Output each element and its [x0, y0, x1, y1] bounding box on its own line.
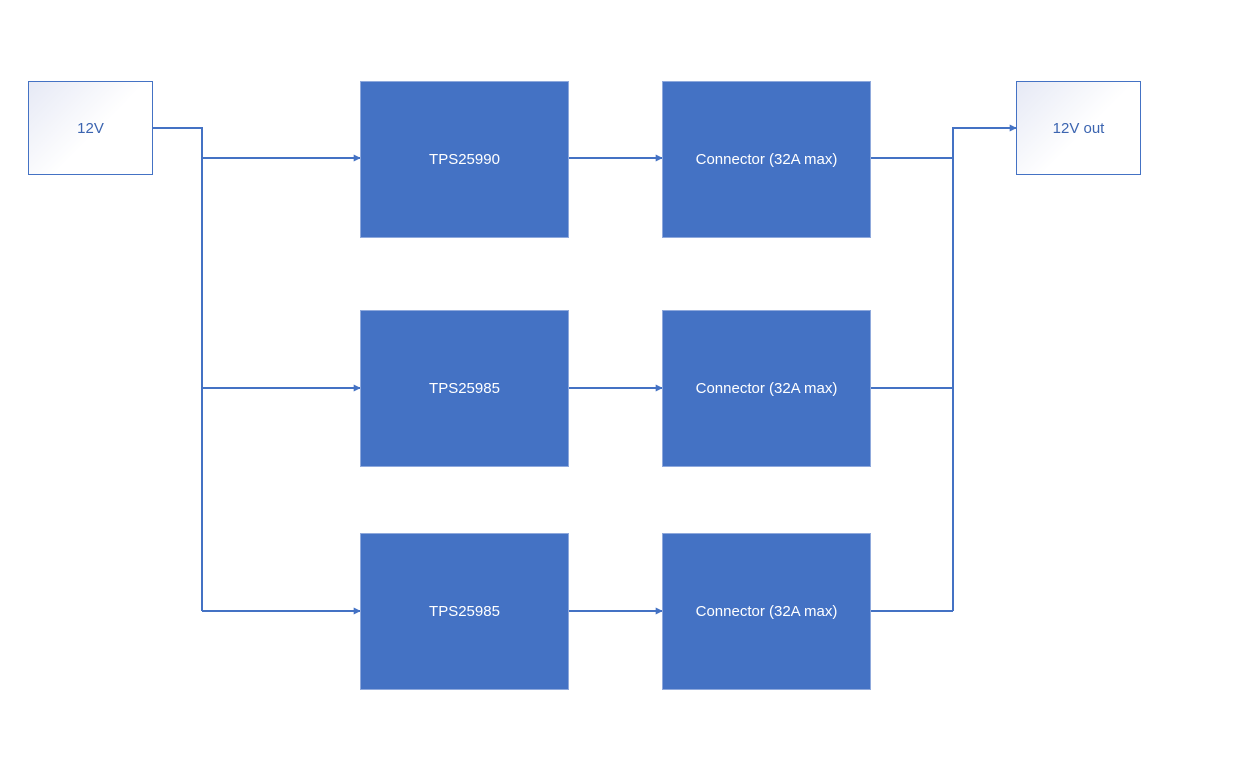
input-12v-box: 12V	[28, 81, 153, 175]
output-12v-label: 12V out	[1052, 119, 1105, 137]
switch-label: TPS25990	[429, 151, 500, 168]
output-12v-box: 12V out	[1016, 81, 1141, 175]
switch-label: TPS25985	[429, 380, 500, 397]
connector-label: Connector (32A max)	[695, 603, 838, 620]
switch-block-2: TPS25985	[360, 310, 569, 467]
output-bus-wire	[952, 124, 1017, 611]
connector-block-3: Connector (32A max)	[662, 533, 871, 690]
switch-label: TPS25985	[429, 603, 500, 620]
connector-block-2: Connector (32A max)	[662, 310, 871, 467]
connector-label: Connector (32A max)	[695, 151, 838, 168]
input-bus-wire	[152, 127, 203, 611]
switch-block-1: TPS25990	[360, 81, 569, 238]
switch-block-3: TPS25985	[360, 533, 569, 690]
connector-block-1: Connector (32A max)	[662, 81, 871, 238]
input-12v-label: 12V	[77, 119, 104, 137]
connector-label: Connector (32A max)	[695, 380, 838, 397]
